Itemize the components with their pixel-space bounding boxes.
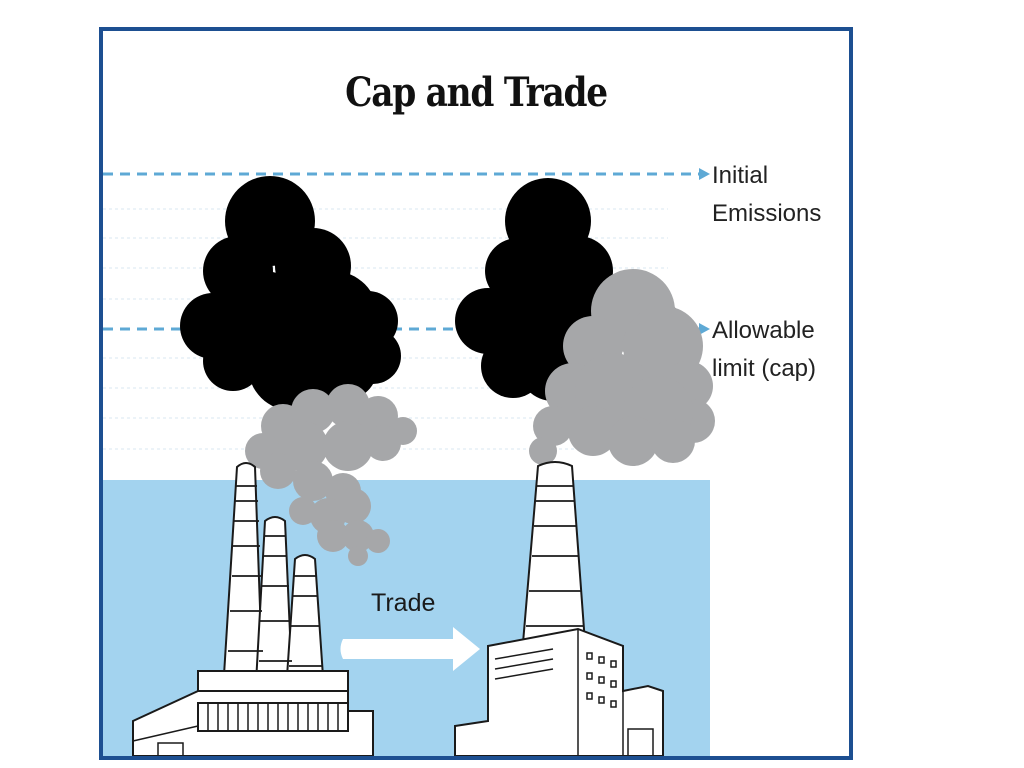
left-factory [132,462,374,756]
initial-emissions-line [103,168,710,180]
trade-arrow [340,627,480,671]
cap-label-line1: Allowable [712,317,815,344]
left-black-smoke [180,176,401,429]
right-gray-smoke [529,269,715,466]
cap-label-line2: limit (cap) [712,355,817,382]
initial-emissions-label-line1: Initial [712,162,769,189]
diagram-frame: Cap and Trade Initial Emissions Allowabl… [99,27,853,760]
cap-label: Allowable limit (cap) [712,312,816,388]
left-gray-smoke [245,384,417,566]
initial-emissions-label-line2: Emissions [712,200,822,227]
cap-and-trade-illustration [103,168,715,756]
initial-emissions-label: Initial Emissions [712,157,821,233]
right-chimney [521,461,587,644]
diagram-title: Cap and Trade [345,69,608,116]
right-factory [454,461,664,756]
trade-label: Trade [371,589,436,617]
